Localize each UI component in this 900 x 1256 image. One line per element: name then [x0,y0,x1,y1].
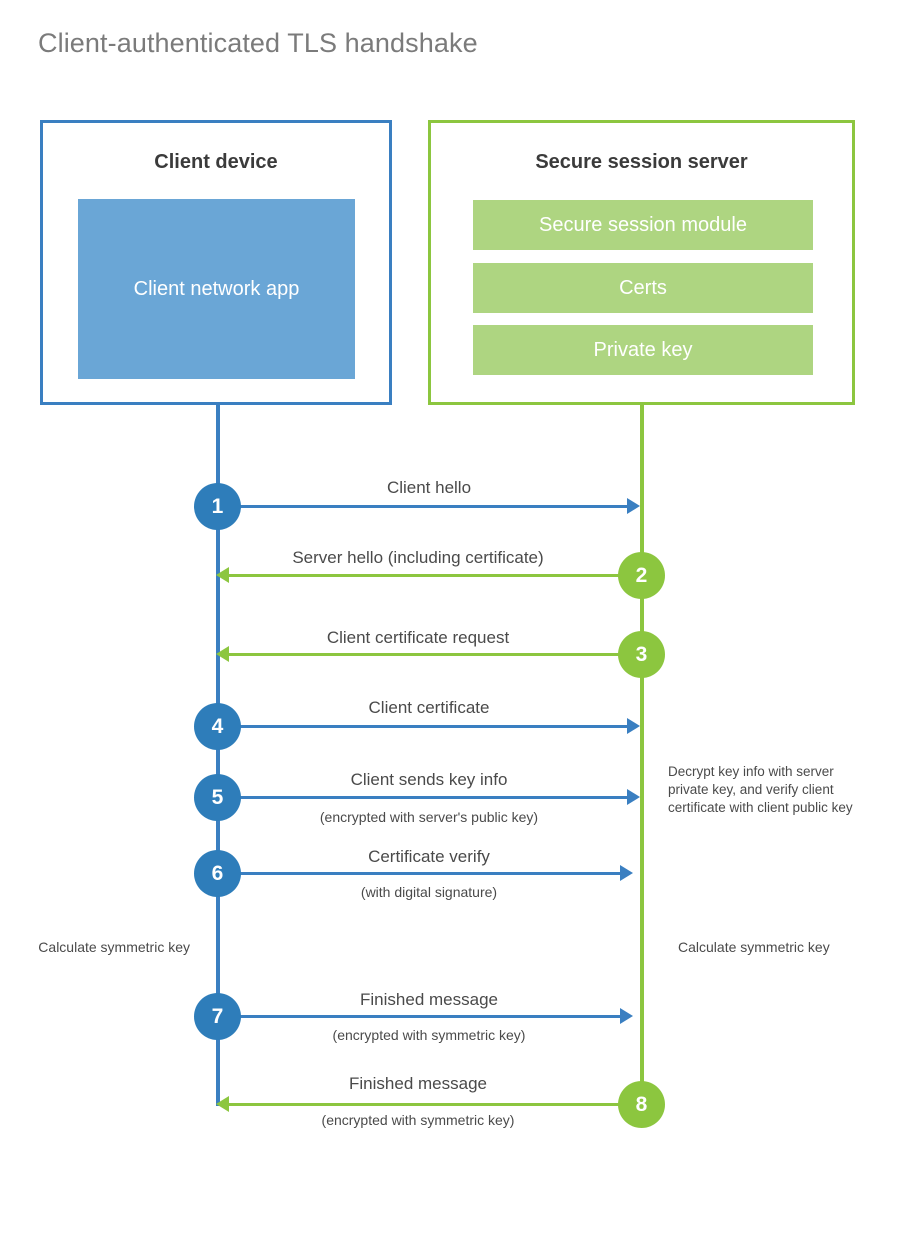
message-line-7 [240,1015,623,1018]
message-line-3 [228,653,620,656]
message-sublabel-7: (encrypted with symmetric key) [332,1027,526,1043]
server-decrypt-note: Decrypt key info with server private key… [668,764,853,815]
arrow-head-left-8 [216,1096,229,1112]
message-label-8: Finished message [349,1074,487,1093]
message-line-2 [228,574,620,577]
message-label-6: Certificate verify [368,847,490,866]
message-label-7: Finished message [360,990,498,1009]
arrow-head-right-7 [620,1008,633,1024]
arrow-head-right-1 [627,498,640,514]
client-network-app-block: Client network app [78,199,355,379]
message-label-2: Server hello (including certificate) [292,548,544,567]
arrow-head-right-5 [627,789,640,805]
step-circle-7[interactable]: 7 [194,993,241,1040]
server-component-secure-session-module: Secure session module [473,200,813,250]
step-circle-1[interactable]: 1 [194,483,241,530]
secure-session-server-box: Secure session server Secure session mod… [428,120,855,405]
step-circle-2[interactable]: 2 [618,552,665,599]
message-line-8 [228,1103,620,1106]
server-lifeline [640,405,644,1106]
step-circle-6[interactable]: 6 [194,850,241,897]
server-component-private-key: Private key [473,325,813,375]
step-circle-8[interactable]: 8 [618,1081,665,1128]
message-label-4: Client certificate [368,698,490,717]
message-sublabel-5: (encrypted with server's public key) [319,809,539,825]
step-circle-4[interactable]: 4 [194,703,241,750]
arrow-head-left-3 [216,646,229,662]
client-lifeline [216,405,220,1106]
client-calculate-symmetric-key-note: Calculate symmetric key [38,939,190,955]
arrow-head-right-4 [627,718,640,734]
step-circle-3[interactable]: 3 [618,631,665,678]
secure-session-server-title: Secure session server [535,151,748,173]
message-sublabel-6: (with digital signature) [360,884,498,900]
arrow-head-right-6 [620,865,633,881]
server-calculate-symmetric-key-note: Calculate symmetric key [678,939,830,955]
server-component-certs: Certs [473,263,813,313]
page-title: Client-authenticated TLS handshake [38,28,478,58]
message-line-1 [240,505,630,508]
message-label-3: Client certificate request [326,628,510,647]
client-device-title: Client device [154,151,278,173]
message-line-5 [240,796,630,799]
client-device-box: Client device Client network app [40,120,392,405]
message-label-5: Client sends key info [350,770,508,789]
message-label-1: Client hello [386,478,472,497]
message-line-4 [240,725,630,728]
message-line-6 [240,872,623,875]
message-sublabel-8: (encrypted with symmetric key) [321,1112,515,1128]
arrow-head-left-2 [216,567,229,583]
step-circle-5[interactable]: 5 [194,774,241,821]
